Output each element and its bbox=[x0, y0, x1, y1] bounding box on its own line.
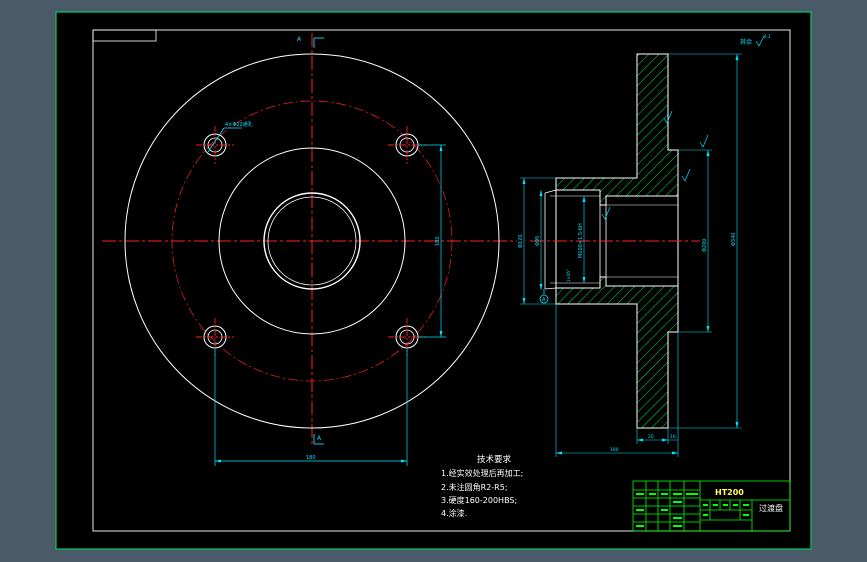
chamfer-note: 1×45° bbox=[566, 269, 571, 282]
material-label: HT200 bbox=[715, 488, 744, 497]
svg-text:180: 180 bbox=[306, 455, 316, 461]
outer-flange-circle bbox=[124, 53, 500, 429]
svg-text:180: 180 bbox=[610, 447, 619, 453]
dim-dia-outer: Φ340 bbox=[668, 53, 742, 429]
note-item-3: 3.硬度160-200HBS; bbox=[441, 495, 517, 505]
svg-text:Φ200: Φ200 bbox=[702, 239, 708, 252]
title-block bbox=[632, 480, 791, 532]
roughness-symbol-1 bbox=[663, 110, 673, 124]
note-item-4: 4.涂漆. bbox=[441, 508, 467, 518]
svg-text:Φ340: Φ340 bbox=[731, 233, 737, 246]
svg-text:其余: 其余 bbox=[740, 38, 752, 46]
note-item-1: 1.经实效处理后再加工; bbox=[441, 468, 523, 478]
hole-callout-text: 4×Φ22通孔 bbox=[225, 121, 253, 128]
section-view: Φ120 Φ95 M100×1.5-6H A 1×45° bbox=[518, 53, 742, 457]
technical-notes: 技术要求 1.经实效处理后再加工; 2.未注圆角R2-R5; 3.硬度160-2… bbox=[441, 454, 523, 518]
svg-text:16: 16 bbox=[670, 434, 676, 440]
dim-flange-thickness: 20 16 bbox=[636, 332, 679, 444]
dim-dia-left: Φ120 bbox=[518, 177, 556, 305]
svg-text:A: A bbox=[297, 36, 302, 43]
svg-text:A: A bbox=[317, 435, 322, 442]
front-view: 4×Φ22通孔 A A 180 180 bbox=[102, 33, 517, 466]
dim-thread: M100×1.5-6H bbox=[578, 196, 586, 283]
svg-text:A: A bbox=[542, 297, 546, 303]
hub-circle bbox=[218, 147, 406, 335]
drawing-sheet bbox=[55, 11, 812, 550]
roughness-symbol-2 bbox=[699, 134, 709, 148]
code-box bbox=[92, 29, 157, 42]
bolt-circle bbox=[171, 100, 453, 382]
hole-callout-leader bbox=[207, 127, 225, 153]
svg-text:Φ120: Φ120 bbox=[518, 235, 524, 248]
title-block-marks bbox=[636, 493, 749, 527]
svg-text:M100×1.5-6H: M100×1.5-6H bbox=[578, 223, 584, 258]
svg-text:20: 20 bbox=[648, 434, 654, 440]
dim-hole-spacing-vertical: 180 bbox=[418, 144, 446, 338]
svg-text:180: 180 bbox=[435, 236, 441, 246]
dim-total-width: 180 bbox=[555, 304, 679, 457]
svg-text:Φ95: Φ95 bbox=[535, 236, 541, 246]
roughness-symbol-3 bbox=[681, 168, 691, 182]
note-item-2: 2.未注圆角R2-R5; bbox=[441, 482, 508, 492]
dim-dia-inner: Φ95 bbox=[535, 190, 543, 290]
bore-outer-circle bbox=[263, 192, 361, 290]
roughness-symbol-4 bbox=[601, 206, 611, 220]
bolt-hole-top-left bbox=[196, 126, 234, 164]
bore-inner-circle bbox=[267, 196, 357, 286]
dim-hole-spacing-horizontal: 180 bbox=[214, 348, 408, 466]
notes-title: 技术要求 bbox=[477, 454, 512, 465]
general-roughness-note: 其余 6.3 bbox=[740, 34, 771, 47]
part-name: 过渡盘 bbox=[759, 503, 783, 513]
section-marker-top: A bbox=[297, 36, 324, 48]
datum-marker: A bbox=[539, 289, 549, 304]
drawing-frame bbox=[92, 29, 791, 532]
section-marker-bottom: A bbox=[313, 434, 324, 445]
svg-text:6.3: 6.3 bbox=[764, 34, 771, 39]
dim-dia-hub: Φ200 bbox=[678, 149, 712, 333]
